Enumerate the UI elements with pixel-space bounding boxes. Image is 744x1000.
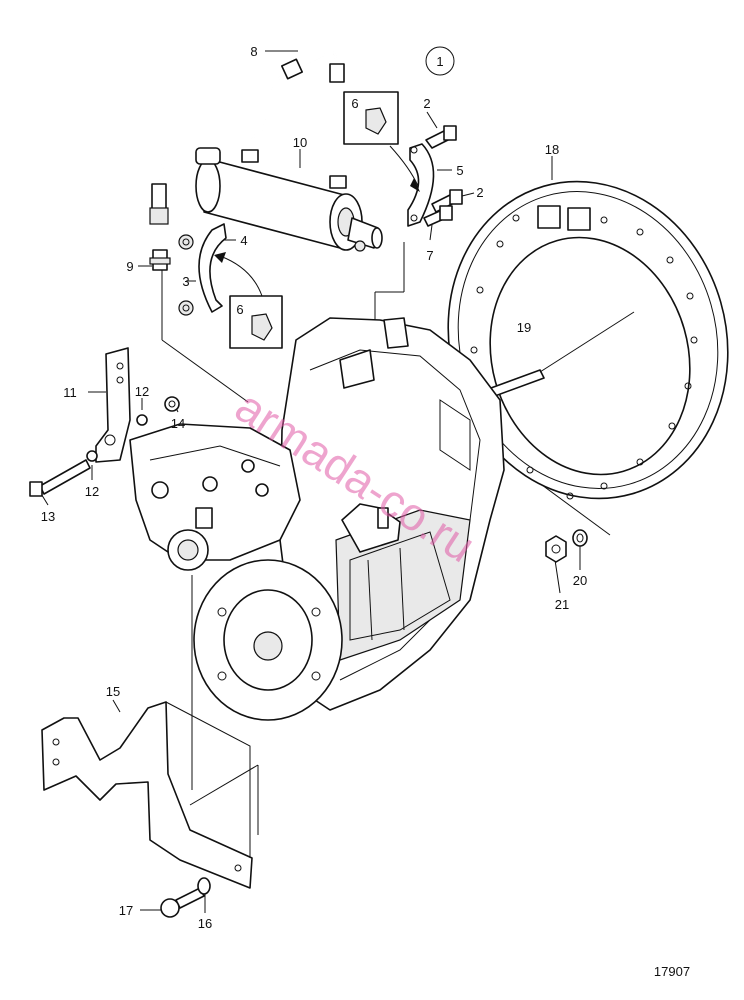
union-fitting (149, 249, 171, 271)
callout-12-upper: 12 (135, 384, 149, 399)
detail-box-lower (214, 252, 283, 349)
clamp-lower (178, 223, 227, 316)
callout-10: 10 (293, 135, 307, 150)
callout-17: 17 (119, 903, 133, 918)
callout-21: 21 (555, 597, 569, 612)
callout-12-lower: 12 (85, 484, 99, 499)
bracket-large (41, 701, 253, 889)
callout-19: 19 (517, 320, 531, 335)
callout-8: 8 (250, 44, 257, 59)
callout-18: 18 (545, 142, 559, 157)
callout-4: 4 (240, 233, 247, 248)
callout-5: 5 (456, 163, 463, 178)
callout-7: 7 (426, 248, 433, 263)
callout-14: 14 (171, 416, 185, 431)
nut-and-washer (545, 529, 588, 563)
drawing-number: 17907 (654, 964, 690, 979)
callout-2-upper: 2 (423, 96, 430, 111)
output-flange (193, 559, 343, 721)
callout-15: 15 (106, 684, 120, 699)
callout-11: 11 (63, 385, 77, 400)
callout-2-lower: 2 (476, 185, 483, 200)
bracket-small (29, 347, 180, 497)
callout-20: 20 (573, 573, 587, 588)
flywheel-plate (447, 180, 729, 500)
callout-3: 3 (182, 274, 189, 289)
control-valve (129, 423, 301, 571)
group-marker-label: 1 (436, 54, 443, 69)
detail-box-upper (343, 91, 420, 192)
clamp-upper (407, 125, 463, 227)
mounting-screw (160, 877, 211, 918)
callout-13: 13 (41, 509, 55, 524)
callout-16: 16 (198, 916, 212, 931)
oil-cooler (195, 147, 383, 252)
callout-labels: 8 2 6 10 5 2 18 4 7 9 3 6 19 11 12 14 12… (41, 44, 587, 931)
callout-6-upper: 6 (351, 96, 358, 111)
group-marker: 1 (425, 46, 455, 76)
callout-6-lower: 6 (236, 302, 243, 317)
callout-9: 9 (126, 259, 133, 274)
